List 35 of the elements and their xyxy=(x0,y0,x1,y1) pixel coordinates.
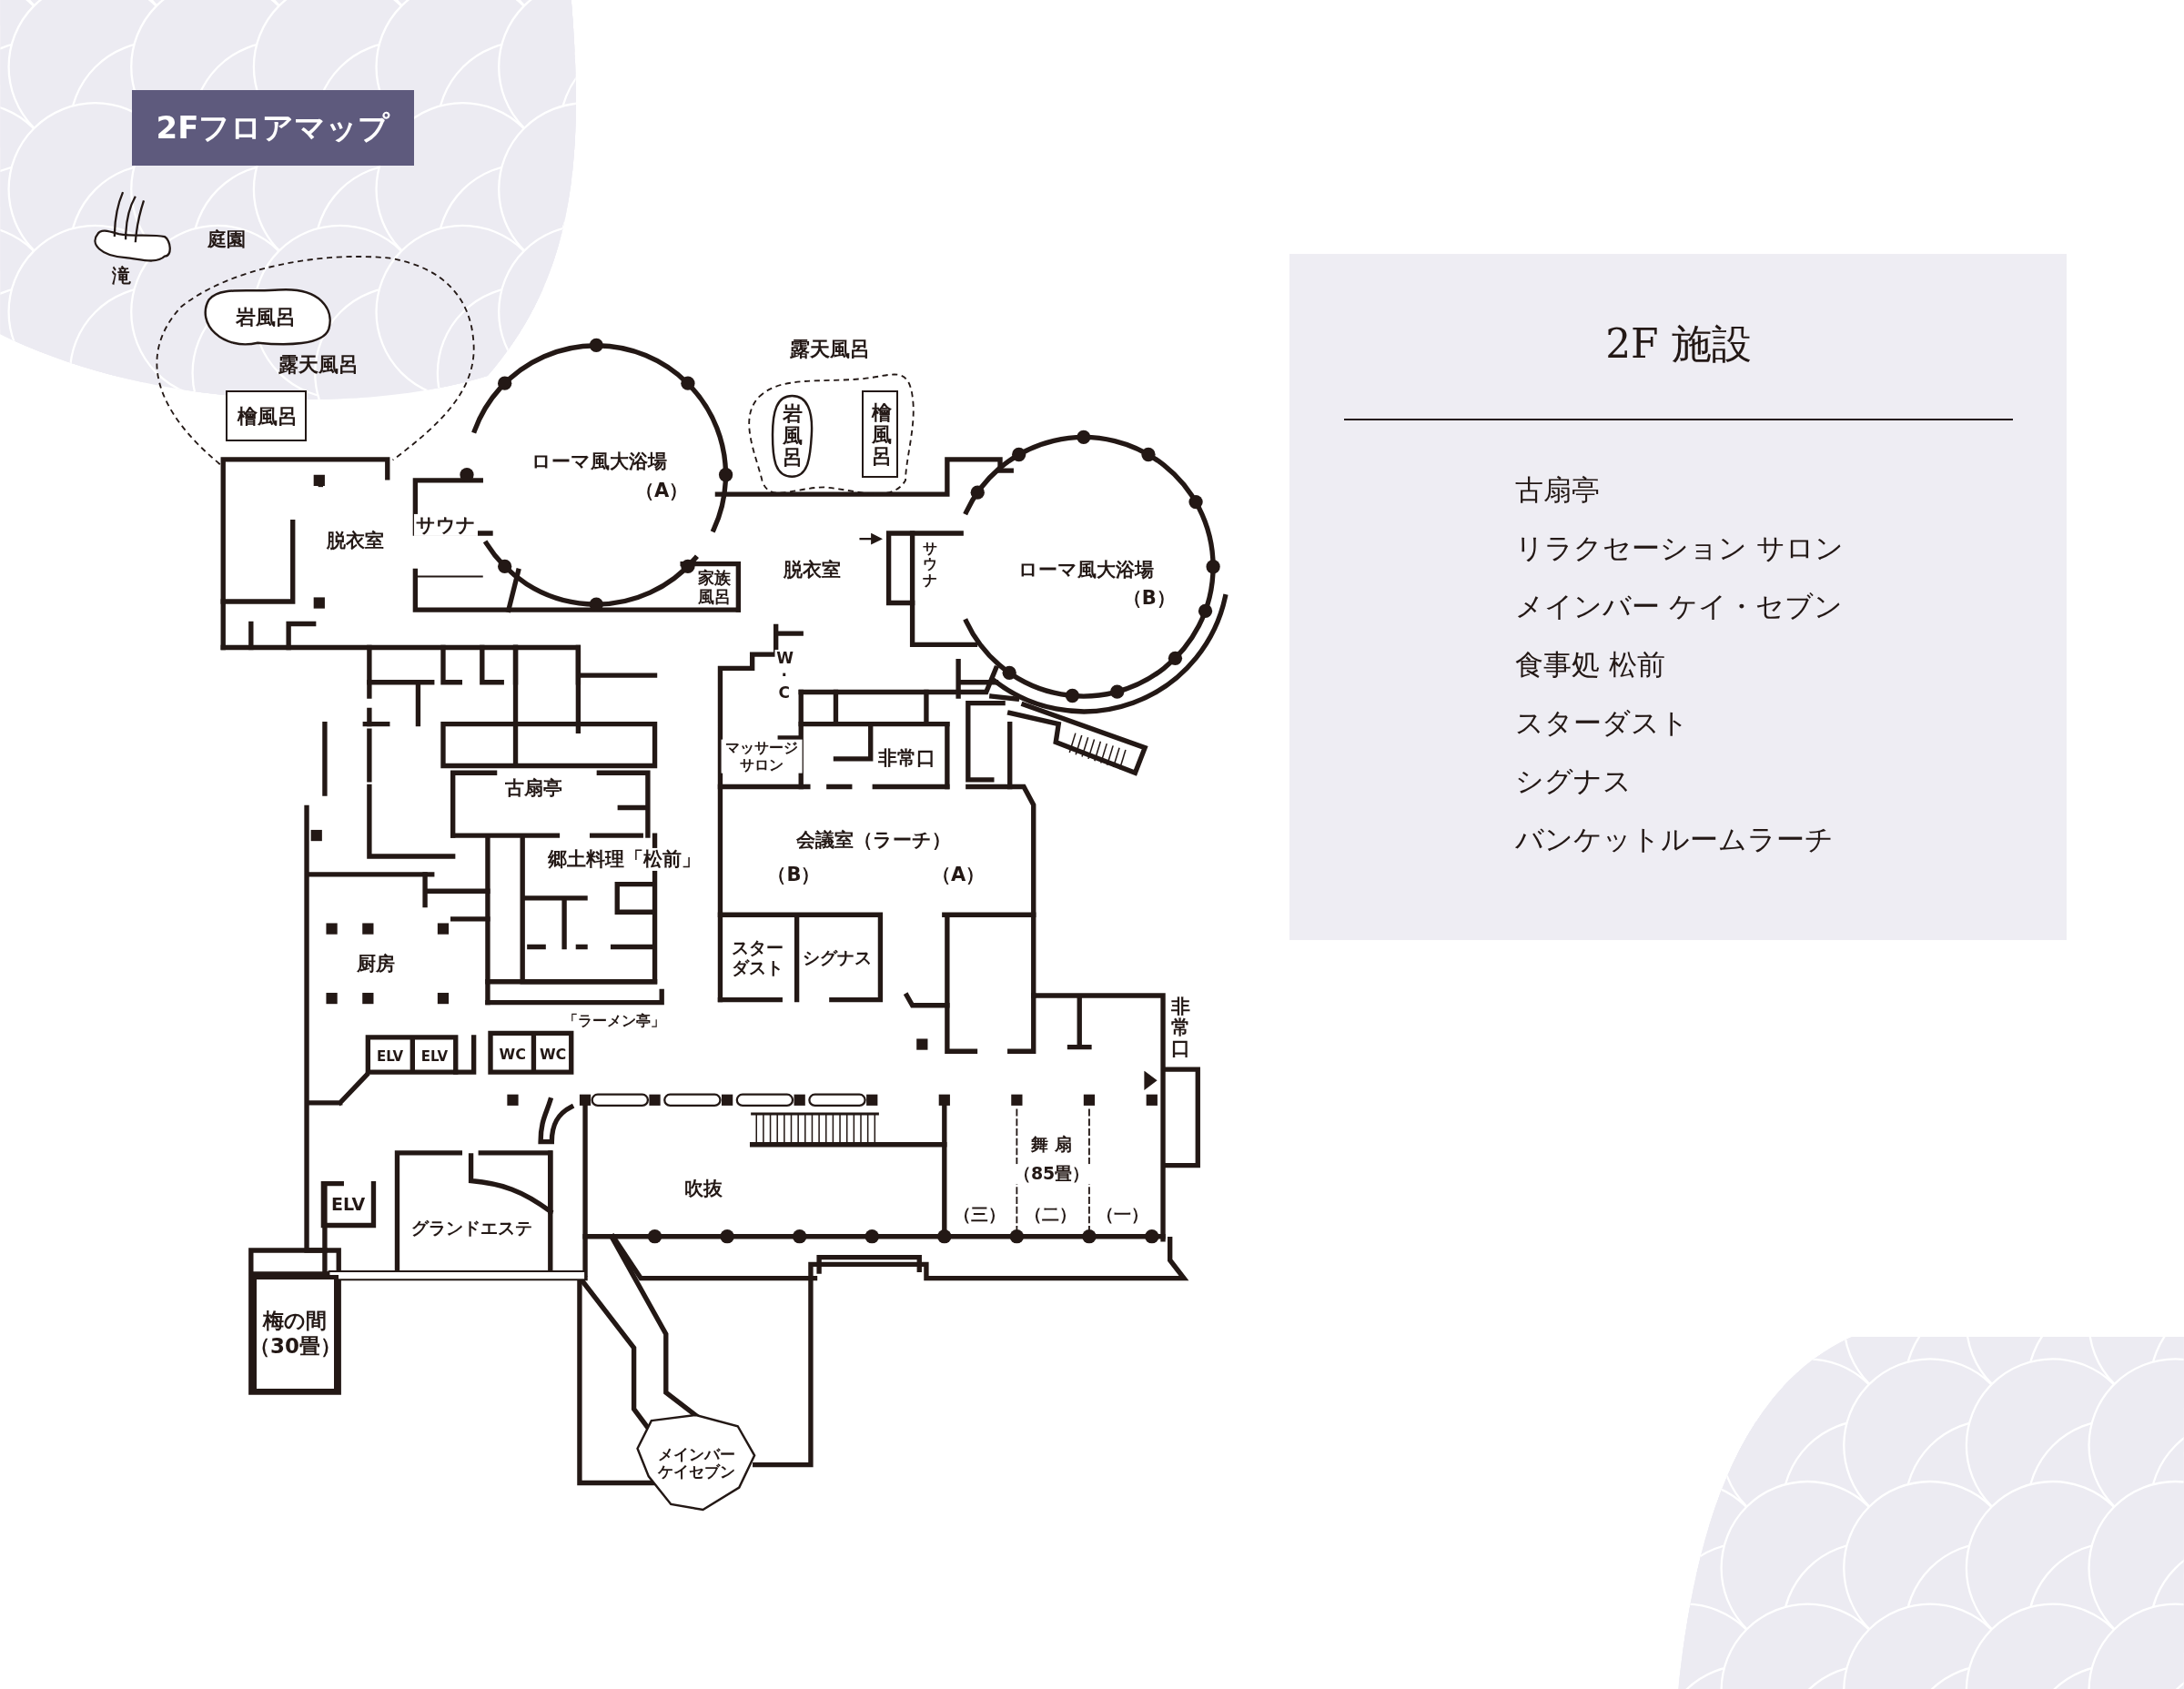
facility-item: メインバー ケイ・セブン xyxy=(1515,589,1845,622)
facility-item: リラクセーション サロン xyxy=(1515,531,1845,564)
area-label: 檜風呂 xyxy=(872,401,893,469)
room-label: 厨房 xyxy=(355,953,398,976)
bath-box xyxy=(225,389,307,442)
area-label: 露天風呂 xyxy=(278,353,359,377)
room-label: （30畳） xyxy=(248,1333,341,1360)
info-panel xyxy=(1289,253,2068,941)
room-label: 非常口 xyxy=(1169,996,1193,1060)
facility-item: シグナス xyxy=(1515,764,1633,797)
room-label: マッサージサロン xyxy=(721,739,803,774)
room-label: 脱衣室 xyxy=(324,529,386,551)
bath-box xyxy=(862,389,899,478)
facility-item: 食事処 松前 xyxy=(1515,647,1667,681)
facility-item: スターダスト xyxy=(1515,705,1691,739)
bath-outline xyxy=(773,395,813,477)
room-label: 脱衣室 xyxy=(781,558,843,582)
facility-item: 古扇亭 xyxy=(1515,472,1602,506)
bar-room-outline xyxy=(636,1415,757,1513)
room-label: サウナ xyxy=(413,513,478,537)
title-banner: 2Fフロアマップ xyxy=(132,90,414,167)
room-label: サウナ xyxy=(921,540,940,589)
area-label: 露天風呂 xyxy=(790,338,871,361)
room-label: 古扇亭 xyxy=(502,777,564,800)
room-label: 庭園 xyxy=(207,228,247,251)
area-label: メインバーケイセブン xyxy=(656,1446,736,1482)
room-label: 梅の間 xyxy=(263,1308,328,1334)
area-label: 岩風呂 xyxy=(782,402,803,470)
area-label: 岩風呂 xyxy=(236,306,297,329)
area-label: 檜風呂 xyxy=(238,405,298,429)
room-box xyxy=(252,1274,339,1393)
room-label: 舞 扇 xyxy=(1029,1135,1074,1156)
facility-item: バンケットルームラーチ xyxy=(1515,822,1835,855)
panel-heading: 2F 施設 xyxy=(1605,319,1752,369)
room-label: 滝 xyxy=(111,265,131,288)
